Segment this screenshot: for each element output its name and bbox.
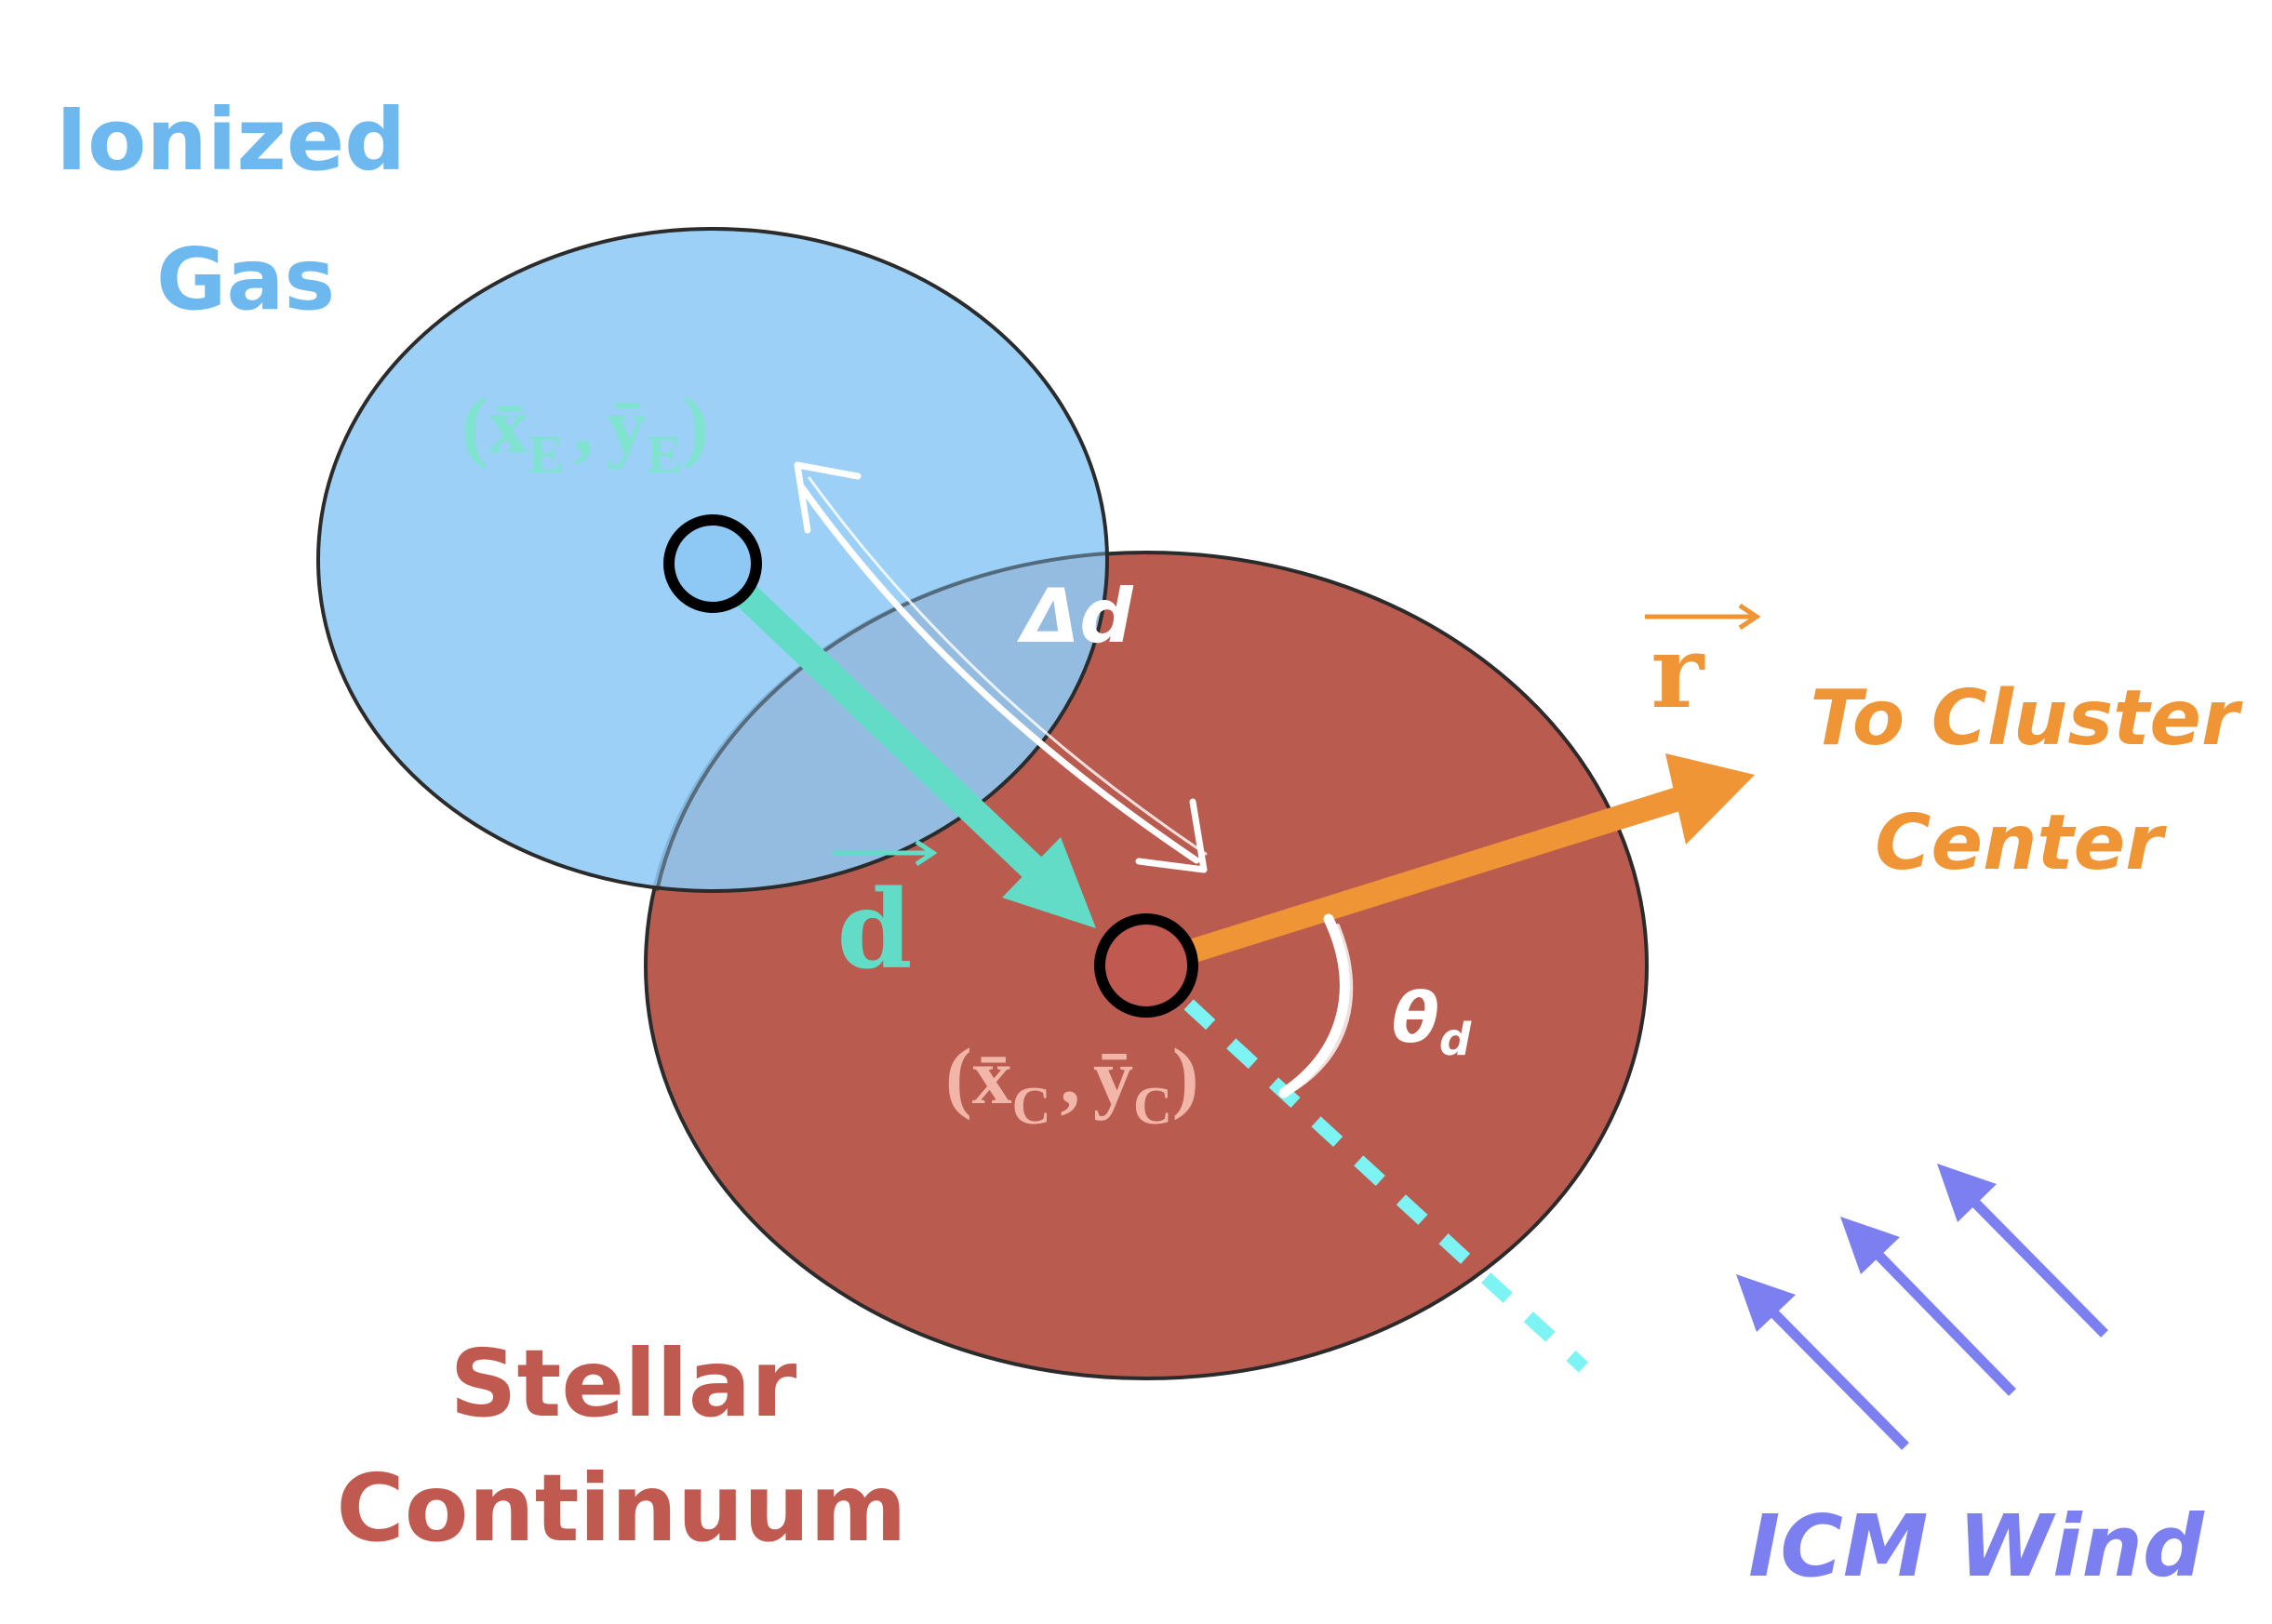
- emission-centroid-coordinates: (x̄E,ȳE): [461, 380, 709, 485]
- delta-d-label: Δd: [1016, 573, 1133, 659]
- theta-angle-arc: [1278, 913, 1354, 1098]
- stellar-continuum-label-line1: Stellar: [450, 1329, 798, 1438]
- wind-axis-dashed-line: [1141, 960, 1589, 1373]
- cluster-center-label-line2: Center: [1875, 799, 2167, 887]
- vector-d-symbol: d: [833, 839, 938, 993]
- ionized-gas-label-line1: Ionized: [56, 90, 406, 190]
- continuum-centroid-coordinates: (x̄C,ȳC): [945, 1032, 1199, 1136]
- wind-arrow-2: [1840, 1217, 2016, 1396]
- displacement-vector-arrow: [702, 553, 1096, 928]
- stellar-continuum-label-line2: Continuum: [336, 1454, 906, 1563]
- svg-text:r: r: [1651, 614, 1706, 731]
- vector-r-symbol: r: [1645, 603, 1761, 731]
- ionized-gas-label-line2: Gas: [156, 230, 335, 329]
- icm-wind-arrows: [1736, 1164, 2108, 1450]
- icm-wind-label: ICM Wind: [1748, 1497, 2205, 1596]
- svg-text:d: d: [836, 867, 912, 993]
- emission-centroid-marker: [663, 514, 762, 613]
- wind-arrow-3: [1937, 1164, 2108, 1338]
- delta-d-double-arrow: [794, 461, 1208, 873]
- wind-arrow-1: [1736, 1274, 1909, 1450]
- cluster-direction-arrow: [1143, 753, 1755, 978]
- theta-d-label: θd: [1392, 978, 1472, 1066]
- cluster-center-label-line1: To Cluster: [1811, 674, 2244, 763]
- continuum-centroid-marker: [1094, 913, 1198, 1018]
